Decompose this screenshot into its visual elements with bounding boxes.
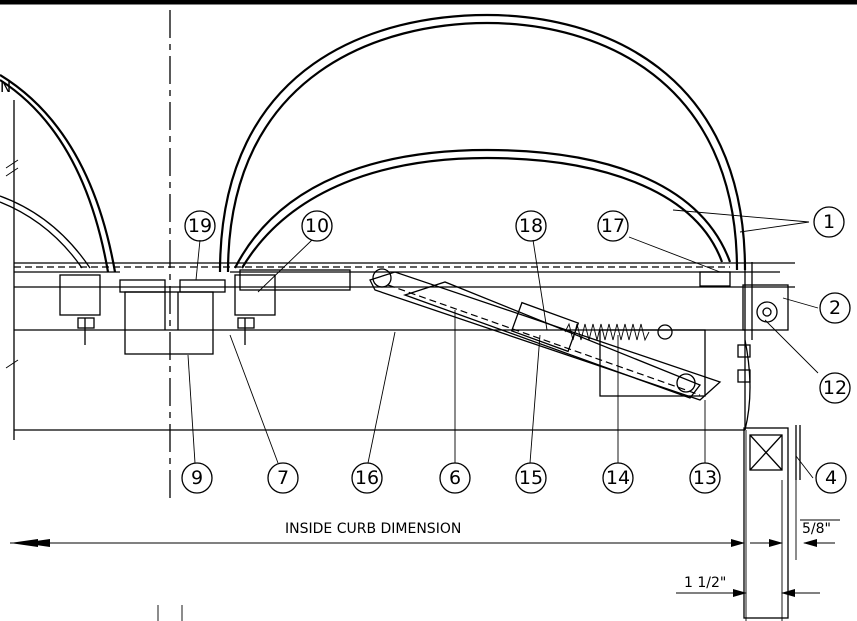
balloon-14: 14	[602, 462, 634, 494]
balloon-9: 9	[181, 462, 213, 494]
gasket-channel	[124, 291, 214, 355]
balloon-1: 1	[813, 206, 845, 238]
five-eighths-label: 5/8"	[802, 521, 831, 537]
balloon-12: 12	[819, 372, 851, 404]
operator-mechanism	[369, 268, 722, 401]
svg-text:19: 19	[188, 215, 212, 237]
balloon-2: 2	[819, 292, 851, 324]
svg-text:14: 14	[606, 467, 630, 489]
balloon-16: 16	[351, 462, 383, 494]
svg-text:1: 1	[823, 211, 835, 233]
svg-text:9: 9	[191, 467, 203, 489]
balloon-17: 17	[597, 210, 629, 242]
balloon-15: 15	[515, 462, 547, 494]
svg-text:10: 10	[305, 215, 329, 237]
balloon-7: 7	[267, 462, 299, 494]
curb	[743, 425, 801, 619]
balloon-19: 19	[184, 210, 216, 242]
svg-text:4: 4	[825, 467, 837, 489]
svg-text:15: 15	[519, 467, 543, 489]
dimension-five-eighths: 5/8"	[750, 480, 840, 621]
dimension-one-half: 1 1/2"	[676, 575, 820, 597]
svg-text:17: 17	[601, 215, 625, 237]
dimension-inside-curb: INSIDE CURB DIMENSION	[10, 430, 747, 621]
svg-text:13: 13	[693, 467, 717, 489]
left-dome	[0, 74, 117, 440]
edge-text: N	[0, 78, 11, 96]
svg-text:7: 7	[277, 467, 289, 489]
balloon-13: 13	[689, 462, 721, 494]
svg-text:18: 18	[519, 215, 543, 237]
leader-lines	[187, 209, 819, 479]
one-half-label: 1 1/2"	[684, 575, 726, 591]
balloon-4: 4	[815, 462, 847, 494]
svg-text:16: 16	[355, 467, 379, 489]
svg-text:6: 6	[449, 467, 461, 489]
right-dome	[218, 13, 747, 273]
frame-structure	[14, 262, 795, 431]
balloon-10: 10	[301, 210, 333, 242]
balloon-18: 18	[515, 210, 547, 242]
inside-curb-label: INSIDE CURB DIMENSION	[285, 521, 461, 537]
svg-text:12: 12	[823, 377, 847, 399]
svg-text:2: 2	[829, 297, 841, 319]
balloon-6: 6	[439, 462, 471, 494]
